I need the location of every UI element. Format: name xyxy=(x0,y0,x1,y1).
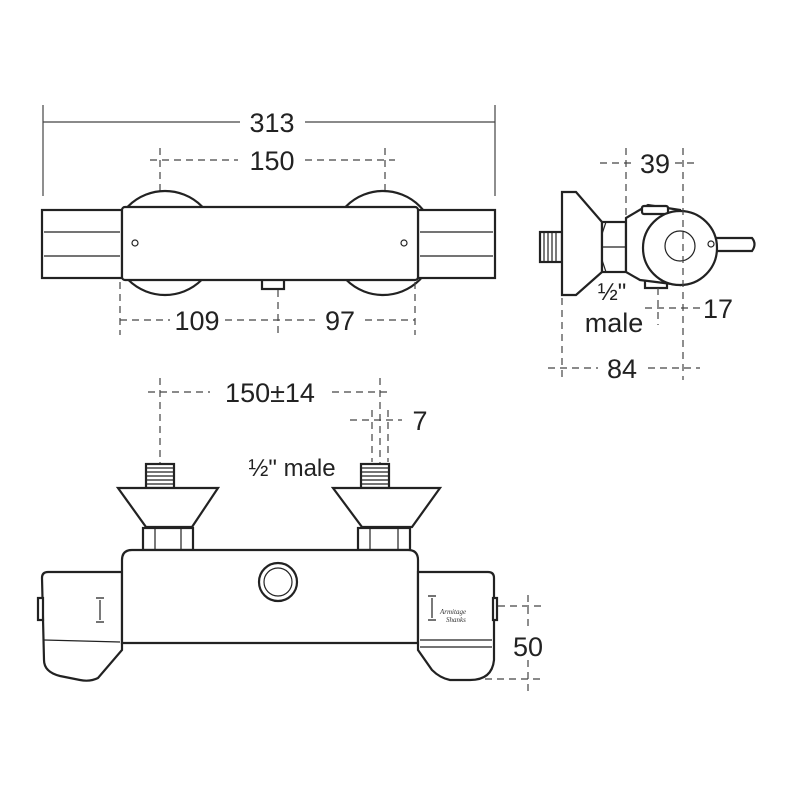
right-inlet xyxy=(330,462,443,552)
thread-type-label: male xyxy=(585,308,644,338)
wall-plate xyxy=(560,190,604,297)
left-inlet xyxy=(115,462,221,552)
left-handle-front xyxy=(40,570,124,682)
control-knob xyxy=(641,209,719,287)
right-handle xyxy=(416,208,497,280)
side-view: 39 17 84 ½" male xyxy=(538,148,756,384)
dimension-313: 313 xyxy=(42,105,496,196)
total-depth-label: 84 xyxy=(607,354,637,384)
overall-width-label: 313 xyxy=(249,108,294,138)
inlet-thread xyxy=(538,230,564,264)
valve-body xyxy=(120,205,420,282)
right-handle-front xyxy=(416,570,496,682)
dimension-84: 84 xyxy=(548,298,700,384)
dimension-17: 17 xyxy=(645,288,733,325)
left-handle xyxy=(40,208,124,280)
inlet-centres-tolerance-label: 150±14 xyxy=(225,378,315,408)
dimension-7: 7 xyxy=(350,406,428,462)
dimension-150-top: 150 xyxy=(150,146,395,200)
inlet-thread-label: ½" male xyxy=(248,455,335,482)
eccentric-offset-label: 7 xyxy=(412,406,427,436)
outlet-port xyxy=(257,561,299,603)
dimension-150-14: 150±14 xyxy=(148,378,392,470)
thread-fraction-label: ½" xyxy=(598,279,627,306)
top-view: 313 150 109 97 xyxy=(40,105,497,336)
dimension-50: 50 xyxy=(485,595,545,692)
height-label: 50 xyxy=(513,632,543,662)
dimension-39: 39 xyxy=(600,148,697,380)
left-offset-label: 109 xyxy=(174,306,219,336)
depth-to-handle-label: 39 xyxy=(640,149,670,179)
dimension-109-97: 109 97 xyxy=(119,282,416,336)
front-view: 150±14 7 ½" male xyxy=(36,378,545,692)
brand-logo-line2: Shanks xyxy=(446,616,466,624)
outlet-offset-label: 17 xyxy=(703,294,733,324)
inlet-centres-label: 150 xyxy=(249,146,294,176)
brand-logo: Armitage xyxy=(439,608,466,616)
right-offset-label: 97 xyxy=(325,306,355,336)
